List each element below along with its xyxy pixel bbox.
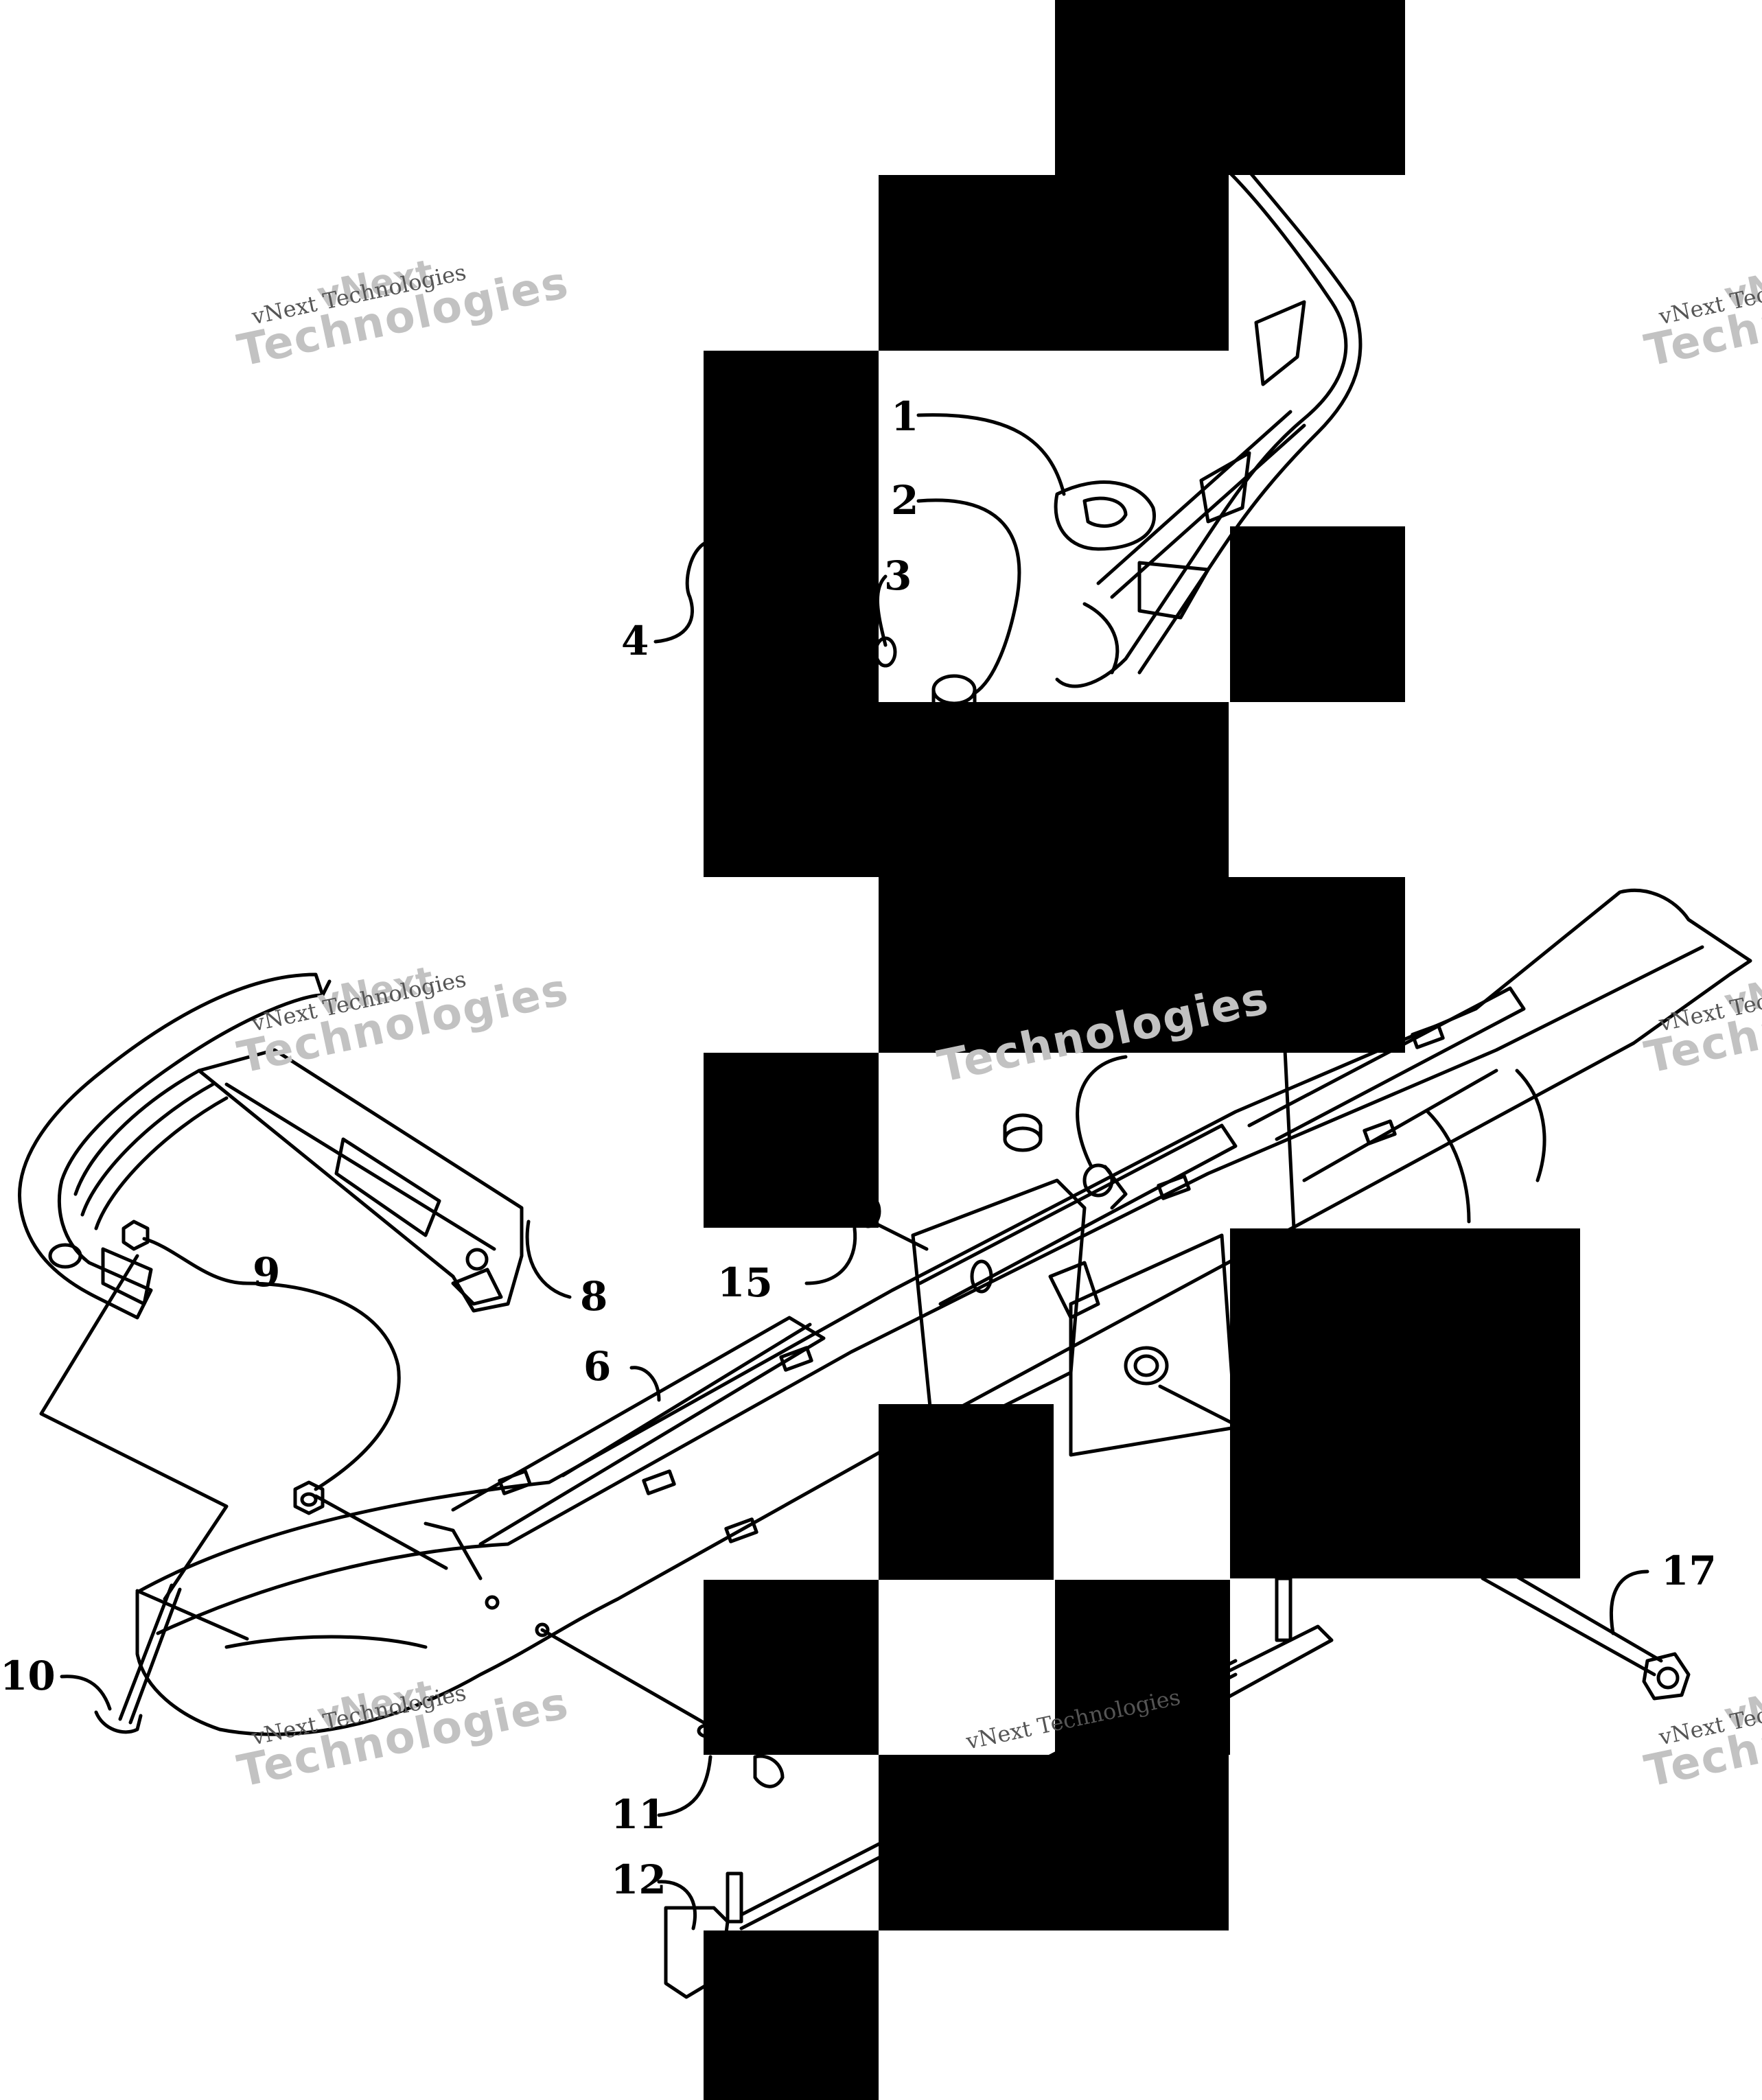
callout-12: 12	[611, 1856, 666, 1903]
callout-6: 6	[583, 1343, 612, 1390]
leader-6	[629, 1366, 661, 1402]
leader-center-vertical	[1282, 1020, 1296, 1230]
leader-2	[916, 498, 1021, 695]
callout-2: 2	[891, 477, 919, 524]
loop-brace-part	[197, 1048, 524, 1313]
callout-11: 11	[611, 1791, 666, 1838]
bolt-10-part	[94, 1583, 249, 1734]
leader-1	[916, 413, 1066, 496]
washer-parts	[1003, 1113, 1128, 1210]
callout-15: 15	[717, 1259, 773, 1306]
nut-parts	[121, 1220, 325, 1515]
leader-15	[804, 1226, 857, 1285]
callout-17: 17	[1661, 1548, 1717, 1594]
leader-8	[525, 1220, 572, 1299]
spindle-bracket-part	[1054, 170, 1363, 688]
callout-9: 9	[253, 1249, 281, 1296]
leader-10-bracket	[39, 1254, 229, 1601]
callout-1: 1	[891, 393, 919, 440]
leader-12	[657, 1880, 697, 1930]
redaction-blocks	[704, 0, 1580, 2100]
callout-14: 14	[717, 1203, 773, 1250]
leader-10	[60, 1675, 112, 1711]
leader-17	[1609, 1570, 1649, 1635]
callout-3: 3	[884, 552, 912, 599]
callout-4: 4	[621, 618, 649, 664]
leader-11	[657, 1755, 712, 1817]
leader-7	[1076, 1055, 1128, 1169]
callout-10: 10	[0, 1653, 56, 1699]
ski-body-part	[135, 888, 1752, 1736]
leader-14	[870, 1220, 929, 1251]
leader-4	[653, 540, 709, 644]
leader-9	[142, 1237, 401, 1491]
ski-loop-part	[18, 972, 332, 1320]
leader-9b	[314, 1494, 448, 1570]
callout-8: 8	[580, 1273, 608, 1320]
